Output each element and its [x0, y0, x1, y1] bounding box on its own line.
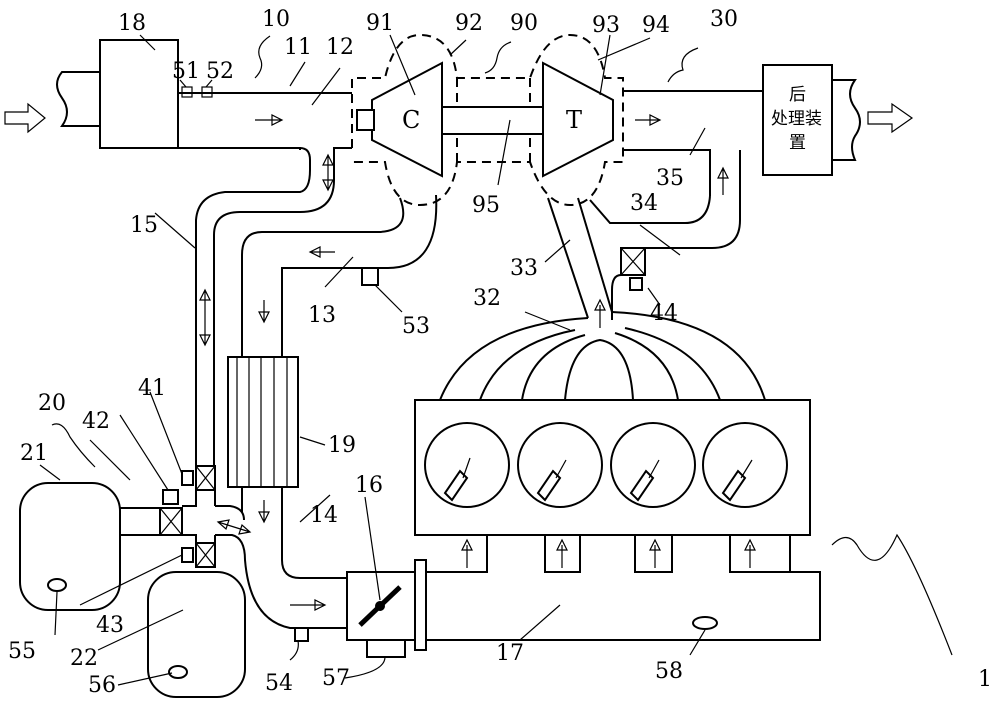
label-22: 22 — [70, 646, 98, 671]
label-13: 13 — [308, 303, 336, 328]
turbine-93 — [542, 61, 614, 178]
label-91: 91 — [366, 11, 394, 36]
sensor-58 — [692, 616, 718, 630]
valve-43 — [195, 542, 216, 568]
label-10: 10 — [262, 7, 290, 32]
cylinder — [702, 422, 788, 508]
sensor-compressor — [356, 109, 375, 131]
cylinder — [517, 422, 603, 508]
label-95: 95 — [472, 193, 500, 218]
reference-squiggles — [51, 35, 953, 656]
label-11: 11 — [284, 35, 312, 60]
label-16: 16 — [355, 473, 383, 498]
label-90: 90 — [510, 11, 538, 36]
label-53: 53 — [402, 314, 430, 339]
label-33: 33 — [510, 256, 538, 281]
valve-44 — [620, 247, 646, 276]
label-12: 12 — [326, 35, 354, 60]
label-56: 56 — [88, 673, 116, 698]
label-54: 54 — [265, 671, 293, 696]
intercooler-19 — [227, 356, 299, 488]
tank-21 — [19, 482, 121, 611]
engine-block-1 — [414, 399, 811, 536]
outlet-pipe — [832, 79, 914, 161]
cylinder — [424, 422, 510, 508]
label-32: 32 — [473, 286, 501, 311]
leader-lines — [39, 34, 706, 686]
svg-text:处理装: 处理装 — [771, 109, 822, 129]
sensor-55 — [47, 578, 67, 592]
label-20: 20 — [38, 391, 66, 416]
label-52: 52 — [206, 59, 234, 84]
label-17: 17 — [496, 641, 524, 666]
label-44: 44 — [650, 301, 678, 326]
label-93: 93 — [592, 13, 620, 38]
air-filter-18 — [99, 39, 179, 149]
intake-pipe-14 — [215, 487, 347, 642]
valve-junction — [120, 465, 216, 568]
svg-text:置: 置 — [789, 133, 806, 153]
intake-pipe-11 — [178, 92, 352, 465]
reference-labels: 18 51 52 10 11 12 91 92 90 93 94 30 35 3… — [8, 7, 992, 698]
label-14: 14 — [310, 503, 338, 528]
label-30: 30 — [710, 7, 738, 32]
label-58: 58 — [655, 659, 683, 684]
label-55: 55 — [8, 639, 36, 664]
label-42: 42 — [82, 409, 110, 434]
compressor-letter: C — [402, 106, 420, 134]
label-18: 18 — [118, 11, 146, 36]
svg-text:后: 后 — [789, 85, 806, 105]
label-15: 15 — [130, 213, 158, 238]
throttle-16 — [346, 559, 427, 658]
exhaust-manifold-32 — [439, 197, 766, 401]
valve-41 — [195, 465, 216, 491]
turbocharger-90: C T — [351, 33, 624, 207]
valve-42 — [159, 507, 183, 536]
cylinder — [610, 422, 696, 508]
actuator-57 — [366, 639, 406, 658]
exhaust-pipe-30 — [589, 90, 763, 320]
label-57: 57 — [322, 666, 350, 691]
label-43: 43 — [96, 613, 124, 638]
label-34: 34 — [630, 191, 658, 216]
label-21: 21 — [20, 441, 48, 466]
inlet-pipe — [4, 71, 100, 134]
intake-manifold-17 — [427, 535, 821, 641]
aftertreatment-device: 后 处理装 置 — [762, 64, 833, 176]
shaft-95 — [441, 106, 544, 135]
flow-arrow-15 — [199, 288, 211, 347]
sensor-56 — [168, 665, 188, 679]
tank-22 — [147, 571, 246, 698]
label-1: 1 — [978, 667, 992, 692]
label-94: 94 — [642, 13, 670, 38]
label-35: 35 — [656, 166, 684, 191]
label-51: 51 — [172, 59, 200, 84]
label-41: 41 — [138, 376, 166, 401]
label-92: 92 — [455, 11, 483, 36]
compressor-outlet-pipe-13 — [241, 194, 438, 358]
turbine-letter: T — [566, 106, 582, 134]
label-19: 19 — [328, 433, 356, 458]
